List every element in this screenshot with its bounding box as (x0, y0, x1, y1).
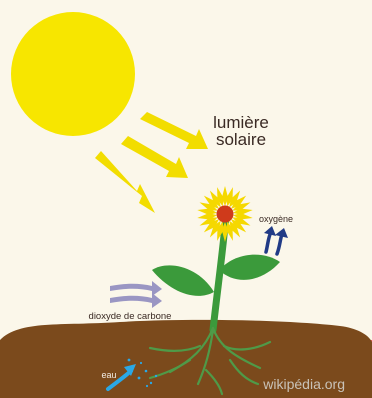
carbon-dioxide-label: dioxyde de carbone (89, 311, 172, 322)
co2-arrow-1 (110, 281, 162, 296)
sun (11, 12, 135, 136)
light-label-line2: solaire (216, 130, 266, 149)
leaf-right (219, 255, 280, 280)
oxygen-arrow-1 (266, 232, 271, 252)
sun-ray-3 (95, 151, 155, 213)
oxygen-arrow-2 (277, 234, 282, 254)
oxygen-label: oxygène (259, 214, 293, 224)
co2-arrow-2 (110, 293, 162, 308)
sun-ray-2 (121, 136, 188, 178)
co2-arrows (110, 281, 162, 308)
sunlight-rays (95, 112, 208, 213)
watermark: wikipédia.org (262, 376, 345, 392)
sun-ray-1 (140, 112, 208, 149)
flower-center (217, 206, 234, 223)
leaf-left (152, 265, 214, 295)
water-label: eau (101, 370, 116, 380)
